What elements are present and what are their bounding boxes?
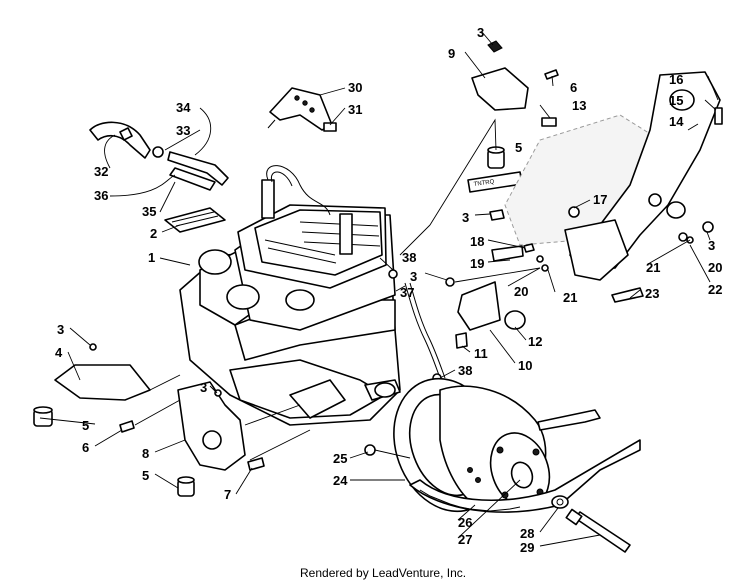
callout-28: 28 [520, 526, 534, 541]
left-front-mount[interactable] [33, 343, 151, 433]
callout-3: 3 [57, 322, 64, 337]
right-bracket[interactable] [489, 71, 723, 303]
callout-10: 10 [518, 358, 532, 373]
callout-7: 7 [224, 487, 231, 502]
callout-labels: 1 2 3 9 6 13 5 3 16 15 14 17 18 19 3 21 … [55, 25, 722, 555]
callout-3: 3 [708, 238, 715, 253]
callout-31: 31 [348, 102, 362, 117]
callout-25: 25 [333, 451, 347, 466]
callout-38: 38 [458, 363, 472, 378]
drive-clutch[interactable] [376, 363, 559, 526]
top-motor-mount[interactable]: TNTRQ [467, 40, 559, 193]
callout-37: 37 [400, 285, 414, 300]
drive-belt[interactable] [409, 409, 641, 513]
coolant-hoses[interactable] [89, 121, 229, 191]
callout-21: 21 [563, 290, 577, 305]
clutch-hardware[interactable] [364, 444, 631, 553]
callout-21: 21 [646, 260, 660, 275]
callout-27: 27 [458, 532, 472, 547]
callout-33: 33 [176, 123, 190, 138]
callout-9: 9 [448, 46, 455, 61]
callout-22: 22 [708, 282, 722, 297]
callout-5: 5 [142, 468, 149, 483]
callout-5: 5 [82, 418, 89, 433]
head-gasket[interactable] [164, 207, 226, 233]
callout-36: 36 [94, 188, 108, 203]
callout-26: 26 [458, 515, 472, 530]
callout-12: 12 [528, 334, 542, 349]
callout-3: 3 [410, 269, 417, 284]
callout-1: 1 [148, 250, 155, 265]
lower-rear-mount[interactable] [177, 381, 265, 497]
callout-23: 23 [645, 286, 659, 301]
callout-30: 30 [348, 80, 362, 95]
callout-29: 29 [520, 540, 534, 555]
callout-32: 32 [94, 164, 108, 179]
callout-2: 2 [150, 226, 157, 241]
callout-35: 35 [142, 204, 156, 219]
coil-bracket[interactable] [267, 87, 337, 132]
callout-3: 3 [477, 25, 484, 40]
callout-17: 17 [593, 192, 607, 207]
callout-4: 4 [55, 345, 63, 360]
callout-3: 3 [200, 380, 207, 395]
callout-13: 13 [572, 98, 586, 113]
callout-6: 6 [570, 80, 577, 95]
callout-20: 20 [514, 284, 528, 299]
callout-5: 5 [515, 140, 522, 155]
callout-20: 20 [708, 260, 722, 275]
callout-18: 18 [470, 234, 484, 249]
callout-34: 34 [176, 100, 191, 115]
callout-8: 8 [142, 446, 149, 461]
callout-24: 24 [333, 473, 348, 488]
callout-14: 14 [669, 114, 684, 129]
callout-6: 6 [82, 440, 89, 455]
callout-16: 16 [669, 72, 683, 87]
callout-38: 38 [402, 250, 416, 265]
callout-19: 19 [470, 256, 484, 271]
leader-lines [39, 31, 719, 547]
callout-11: 11 [474, 346, 488, 361]
callout-3: 3 [462, 210, 469, 225]
engine-assembly[interactable] [179, 165, 401, 426]
callout-15: 15 [669, 93, 683, 108]
footer-credit: Rendered by LeadVenture, Inc. [300, 566, 466, 580]
svg-text:TNTRQ: TNTRQ [473, 179, 495, 188]
